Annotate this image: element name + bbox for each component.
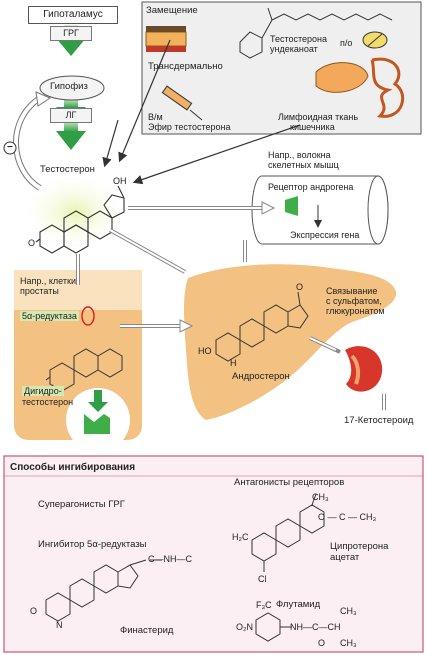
prostate-label-2: простаты (20, 286, 59, 296)
inhibition-title: Способы ингибирования (10, 462, 136, 473)
binding-label-1: Связывание (326, 286, 378, 296)
undecanoate-label: Тестостерона ундеканоат (270, 34, 350, 55)
cyp-c: C (339, 512, 346, 522)
hypothalamus-box: Гипоталамус (28, 6, 118, 24)
minus-circle (3, 141, 17, 155)
dht-label-1: Дигидро- (22, 386, 64, 397)
lymph-label-1: Лимфоидная ткань (278, 112, 359, 122)
binding-label-3: глюкуронатом (326, 306, 385, 316)
testosterone-oh: OH (113, 176, 127, 186)
kidney-art (345, 346, 383, 392)
intestine-art (370, 57, 405, 118)
fin-amide: C—NH—C (148, 554, 192, 564)
muscle-label-1: Напр., волокна (268, 150, 331, 160)
flu-ch3-bottom: CH₃ (340, 638, 357, 648)
replacement-title: Замещение (146, 5, 198, 16)
flu-f3c: F₃C (256, 600, 272, 610)
fin-nh: NH (163, 554, 177, 564)
undecanoate-text: Тестостерона ундеканоат (270, 34, 328, 55)
reductase-label: 5α-редуктаза (20, 311, 79, 322)
im-label-1: В/м (148, 112, 163, 122)
androsterone-ho: HO (198, 346, 212, 356)
expression-label: Экспрессия гена (290, 230, 360, 240)
grg-label: ГРГ (63, 28, 79, 38)
superagonists-label: Суперагонисты ГРГ (38, 499, 125, 510)
fin-label: Финастерид (120, 625, 174, 636)
cyp-ch3: CH₃ (359, 512, 377, 522)
hypothalamus-label: Гипоталамус (43, 9, 103, 20)
flu-c: C (312, 622, 319, 632)
flu-ch3-top: CH₃ (340, 606, 357, 616)
cyp-o1: O (318, 512, 326, 522)
androsterone-structure (215, 291, 309, 362)
muscle-cylinder (251, 175, 389, 245)
pituitary-ellipse (39, 75, 105, 101)
fin-c2: C (185, 554, 193, 564)
grg-box: ГРГ (50, 26, 92, 41)
androsterone-o: O (296, 282, 304, 292)
lg-box: ЛГ (50, 108, 92, 123)
lg-label: ЛГ (65, 110, 77, 120)
flutamide-structure (255, 612, 292, 642)
reductase-ring (81, 306, 95, 326)
syringe-art (161, 85, 203, 121)
flu-o2n: O₂N (236, 622, 253, 632)
flu-chain: NH—C—CH (290, 622, 341, 632)
testosterone-o: O (28, 238, 36, 248)
liver-shape (184, 264, 397, 420)
dht-structure (45, 348, 123, 392)
pill-art (362, 31, 388, 49)
flu-ch: CH (327, 622, 341, 632)
flu-o: O (318, 638, 326, 648)
im-label-2: Эфир тестостерона (148, 122, 231, 132)
androsterone-label: Андростерон (232, 371, 290, 382)
finasteride-structure (45, 559, 162, 622)
dht-label-2: тестостерон (22, 397, 74, 407)
cyp-cl: Cl (258, 574, 267, 584)
receptor-label: Рецептор андрогена (268, 182, 354, 192)
cyp-label-1: Ципротерона (330, 541, 389, 552)
antagonists-label: Антагонисты рецепторов (234, 477, 345, 488)
green-arrow-3 (56, 120, 86, 150)
pituitary-label: Гипофиз (50, 81, 88, 92)
prostate-label-1: Напр., клетки (20, 276, 76, 286)
liver-small-art (315, 62, 369, 93)
cyp-h2c: H₂C (232, 532, 249, 542)
testosterone-label: Тестостерон (40, 164, 95, 175)
po-label: п/о (340, 38, 353, 48)
undecanoate-structure (239, 7, 393, 59)
fin-o: O (30, 606, 38, 616)
inhibition-box (3, 455, 424, 653)
cyp-acetate: O — C — CH₃ (318, 512, 377, 522)
feedback-minus: − (7, 142, 13, 153)
transdermal-label: Трансдермально (148, 61, 223, 72)
inhibitor-label: Ингибитор 5α-редуктазы (38, 539, 147, 550)
cyproterone-structure (251, 493, 325, 572)
muscle-label-2: скелетных мышц (268, 160, 339, 170)
fin-nh-ring: N (56, 620, 63, 630)
receptor-shape (84, 414, 110, 434)
flu-nh: NH (290, 622, 303, 632)
cyp-ch3-top: CH₃ (312, 492, 329, 502)
androsterone-h: H (230, 358, 237, 368)
ketosteroid-label: 17-Кетостероид (344, 415, 414, 426)
flu-label: Флутамид (276, 599, 321, 610)
fin-c: C (148, 554, 155, 564)
cyp-label-2: ацетат (330, 552, 360, 563)
lymph-label-2: кишечника (290, 122, 335, 132)
binding-label-2: с сульфатом, (326, 296, 382, 306)
